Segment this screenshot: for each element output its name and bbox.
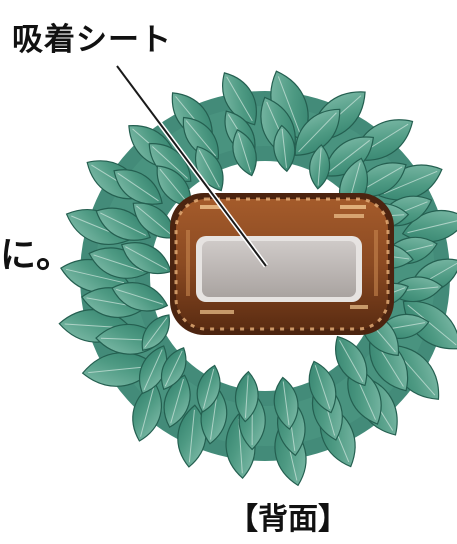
leaf-vein — [136, 205, 173, 236]
leaf-vein — [188, 409, 195, 463]
leaf-vein — [144, 317, 168, 348]
leaf-vein — [143, 349, 163, 391]
leaf-vein — [383, 170, 438, 195]
leaf-vein — [198, 149, 220, 188]
leaf-vein — [185, 120, 217, 157]
leaf-vein — [152, 146, 188, 179]
leaf-vein — [164, 350, 183, 387]
leaf-vein — [159, 168, 189, 204]
leaf-vein — [125, 246, 168, 270]
leaf-vein — [314, 365, 331, 409]
leaf-vein — [117, 172, 159, 202]
back-view-caption: 【背面】 — [228, 502, 348, 537]
leaf-vein — [282, 381, 290, 426]
leaf-vein — [244, 375, 249, 418]
leaf-vein — [407, 219, 457, 234]
leaf-vein — [93, 254, 144, 272]
leaf-vein — [281, 128, 287, 168]
leaf-vein — [238, 133, 252, 173]
leaf-vein — [339, 340, 364, 382]
suction-sheet — [196, 236, 362, 302]
leaf-vein — [100, 212, 147, 236]
leaf-vein — [298, 112, 337, 153]
leaf-vein — [317, 148, 322, 186]
leaf-vein — [277, 76, 302, 136]
leaf-vein — [170, 379, 184, 424]
leaf-vein — [407, 304, 457, 346]
leaf-vein — [327, 139, 370, 174]
callout-leader-line — [114, 64, 269, 268]
leaf-vein — [202, 368, 215, 409]
side-text-fragment: に。 — [0, 235, 73, 276]
wreath-leaves — [58, 70, 457, 487]
leaf-vein — [210, 392, 218, 440]
leaf-vein — [65, 268, 125, 284]
leaf-vein — [226, 76, 253, 122]
leaf-vein — [88, 365, 151, 374]
leaf-vein — [140, 387, 155, 437]
leaf-vein — [238, 419, 243, 474]
suction-sheet-label: 吸着シート — [12, 22, 172, 58]
leaf-vein — [116, 288, 164, 305]
